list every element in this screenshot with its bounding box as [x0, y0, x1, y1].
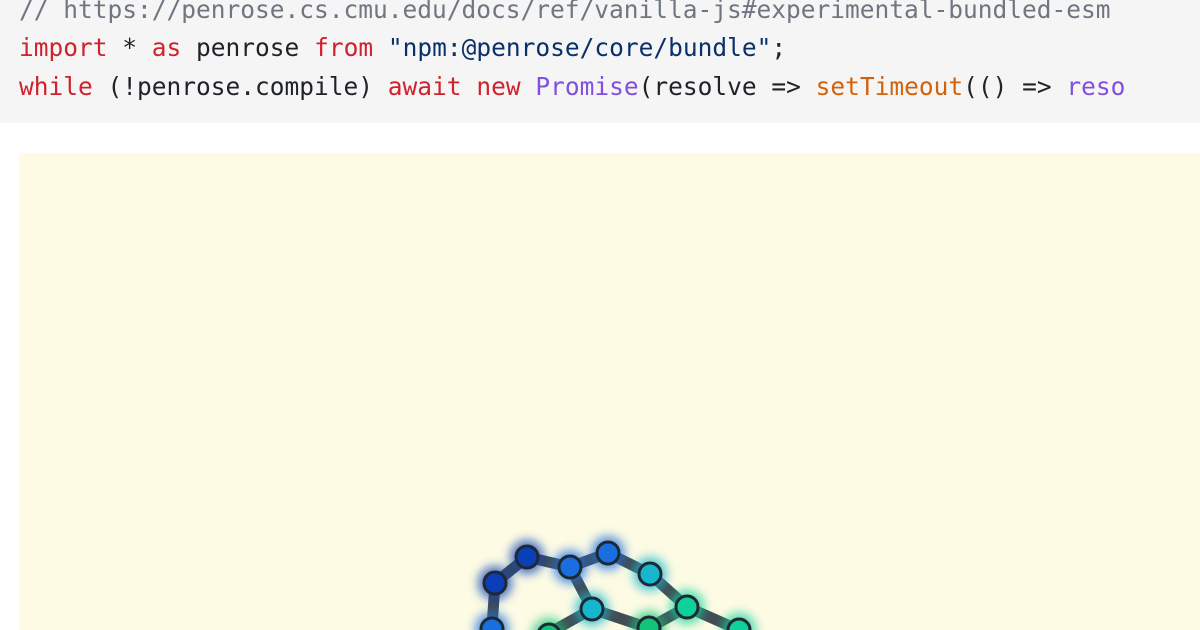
- module-string: "npm:@penrose/core/bundle": [387, 33, 772, 62]
- promise-args: (resolve =>: [638, 72, 816, 101]
- space: [521, 72, 536, 101]
- graph-diagram: [475, 536, 756, 630]
- space: [373, 33, 388, 62]
- graph-node: [595, 540, 621, 566]
- from-keyword: from: [314, 33, 374, 62]
- semicolon: ;: [771, 33, 787, 62]
- as-keyword: as: [151, 33, 182, 62]
- graph-node: [537, 622, 561, 630]
- code-line-1: // https://penrose.cs.cmu.edu/docs/ref/v…: [19, 0, 1111, 27]
- code-block: // https://penrose.cs.cmu.edu/docs/ref/v…: [0, 0, 1200, 123]
- graph-node: [674, 594, 700, 620]
- graph-node: [482, 570, 508, 596]
- settimeout-function: setTimeout: [815, 72, 964, 101]
- namespace-star: *: [107, 33, 152, 62]
- graph-node: [557, 554, 583, 580]
- graph-node: [726, 617, 752, 630]
- code-line-2: import * as penrose from "npm:@penrose/c…: [19, 31, 786, 65]
- space: [462, 72, 477, 101]
- graph-node: [479, 616, 505, 630]
- diagram-canvas: [19, 153, 1200, 630]
- promise-class: Promise: [535, 72, 639, 101]
- graph-node: [579, 596, 605, 622]
- url-comment: // https://penrose.cs.cmu.edu/docs/ref/v…: [19, 0, 1111, 24]
- graph-nodes: [479, 540, 752, 630]
- while-keyword: while: [19, 72, 93, 101]
- truncated-identifier: reso: [1066, 72, 1126, 101]
- penrose-identifier: penrose: [181, 33, 315, 62]
- import-keyword: import: [19, 33, 108, 62]
- code-line-3: while (!penrose.compile) await new Promi…: [19, 70, 1125, 104]
- await-keyword: await: [387, 72, 462, 101]
- new-keyword: new: [476, 72, 521, 101]
- graph-node: [636, 615, 662, 630]
- graph-node: [637, 561, 663, 587]
- while-condition: (!penrose.compile): [92, 72, 388, 101]
- arrow-function: (() =>: [963, 72, 1067, 101]
- graph-node: [514, 544, 540, 570]
